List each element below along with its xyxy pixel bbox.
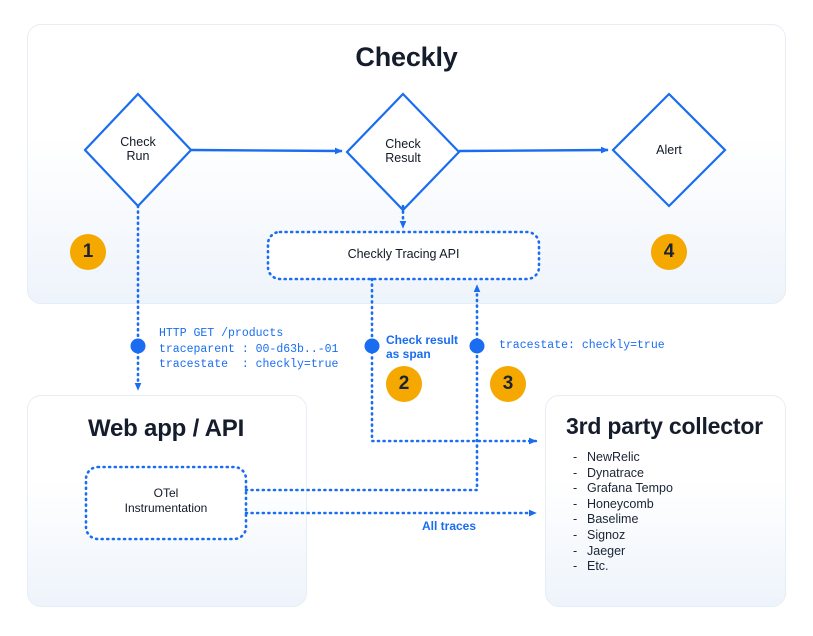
- node-tracing-api-shape: [266, 230, 541, 281]
- step-badge-3: 3: [490, 366, 526, 402]
- collector-list-item: -Honeycomb: [573, 497, 773, 513]
- list-dash-icon: -: [573, 543, 578, 558]
- list-dash-icon: -: [573, 481, 578, 496]
- collector-list-item: -Grafana Tempo: [573, 481, 773, 497]
- node-label-otel: OTel Instrumentation: [124, 486, 208, 515]
- collector-list-item: -Dynatrace: [573, 466, 773, 482]
- waypoint-dot-1: [130, 338, 146, 354]
- panel-title-checkly: Checkly: [355, 42, 458, 72]
- annotation-http-request: HTTP GET /products traceparent : 00-d63b…: [159, 327, 339, 371]
- collector-list-item: -Baselime: [573, 512, 773, 528]
- panel-title-webapp: Web app / API: [87, 415, 245, 442]
- collector-list-item-label: Baselime: [587, 512, 639, 527]
- node-label-alert: Alert: [656, 143, 682, 157]
- collector-list-item: -Jaeger: [573, 544, 773, 560]
- collector-list-item-label: Grafana Tempo: [587, 481, 673, 496]
- collector-list-item-label: Signoz: [587, 527, 626, 542]
- edge-tracing-api-to-collector: [370, 277, 538, 445]
- step-badge-2: 2: [386, 366, 422, 402]
- list-dash-icon: -: [573, 465, 578, 480]
- edge-run-to-result: [190, 147, 343, 155]
- node-alert-shape: [611, 92, 727, 208]
- collector-list-item-label: Etc.: [587, 559, 609, 574]
- node-label-check-run: Check Run: [120, 135, 156, 163]
- collector-list-item: -Etc.: [573, 559, 773, 575]
- step-badge-1: 1: [70, 234, 106, 270]
- panel-title-collector: 3rd party collector: [566, 413, 763, 439]
- annotation-all-traces: All traces: [422, 519, 477, 533]
- collector-list-item: -Signoz: [573, 528, 773, 544]
- node-check-result-shape: [345, 92, 461, 212]
- annotation-tracestate: tracestate: checkly=true: [499, 339, 665, 352]
- annotation-check-result-as-span: Check result as span: [386, 333, 459, 361]
- panel-collector: [545, 395, 786, 607]
- list-dash-icon: -: [573, 527, 578, 542]
- step-badge-4: 4: [651, 234, 687, 270]
- waypoint-dot-3: [469, 338, 485, 354]
- waypoint-dot-2: [364, 338, 380, 354]
- collector-list-item: -NewRelic: [573, 450, 773, 466]
- list-dash-icon: -: [573, 559, 578, 574]
- node-otel-shape: [84, 465, 248, 541]
- node-label-check-result: Check Result: [385, 137, 421, 165]
- list-dash-icon: -: [573, 450, 578, 464]
- edge-otel-to-tracing-api: [244, 283, 481, 492]
- collector-list-item-label: NewRelic: [587, 450, 640, 464]
- collector-list-item-label: Dynatrace: [587, 465, 644, 480]
- edge-result-to-alert: [458, 146, 609, 154]
- list-dash-icon: -: [573, 512, 578, 527]
- list-dash-icon: -: [573, 496, 578, 511]
- collector-item-list: -NewRelic-Dynatrace-Grafana Tempo-Honeyc…: [573, 450, 773, 575]
- collector-list-item-label: Honeycomb: [587, 496, 654, 511]
- node-label-tracing-api: Checkly Tracing API: [347, 247, 460, 261]
- collector-list-item-label: Jaeger: [587, 543, 626, 558]
